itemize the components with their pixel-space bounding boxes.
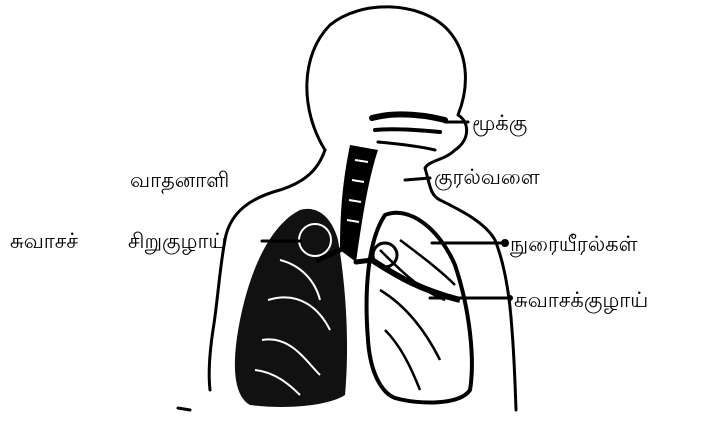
label-lungs: நுரையீரல்கள்: [510, 234, 638, 255]
leader-bronchus-dot: [507, 295, 513, 301]
leader-larynx: [405, 178, 430, 180]
left-lung: [235, 209, 347, 407]
right-lung: [367, 213, 472, 403]
label-bronchiole-part1: சுவாசச்: [10, 231, 78, 252]
nasal-cavity: [372, 114, 445, 150]
label-larynx: குரல்வளை: [434, 167, 540, 188]
label-bronchiole-part2: சிறுகுழாய்: [128, 231, 226, 252]
stray-mark: [178, 408, 190, 410]
label-trachea: வாதனாளி: [130, 170, 229, 191]
label-bronchus: சுவாசக்குழாய்: [514, 290, 648, 311]
leader-lungs-dot: [501, 239, 509, 247]
label-nose: மூக்கு: [472, 113, 527, 134]
